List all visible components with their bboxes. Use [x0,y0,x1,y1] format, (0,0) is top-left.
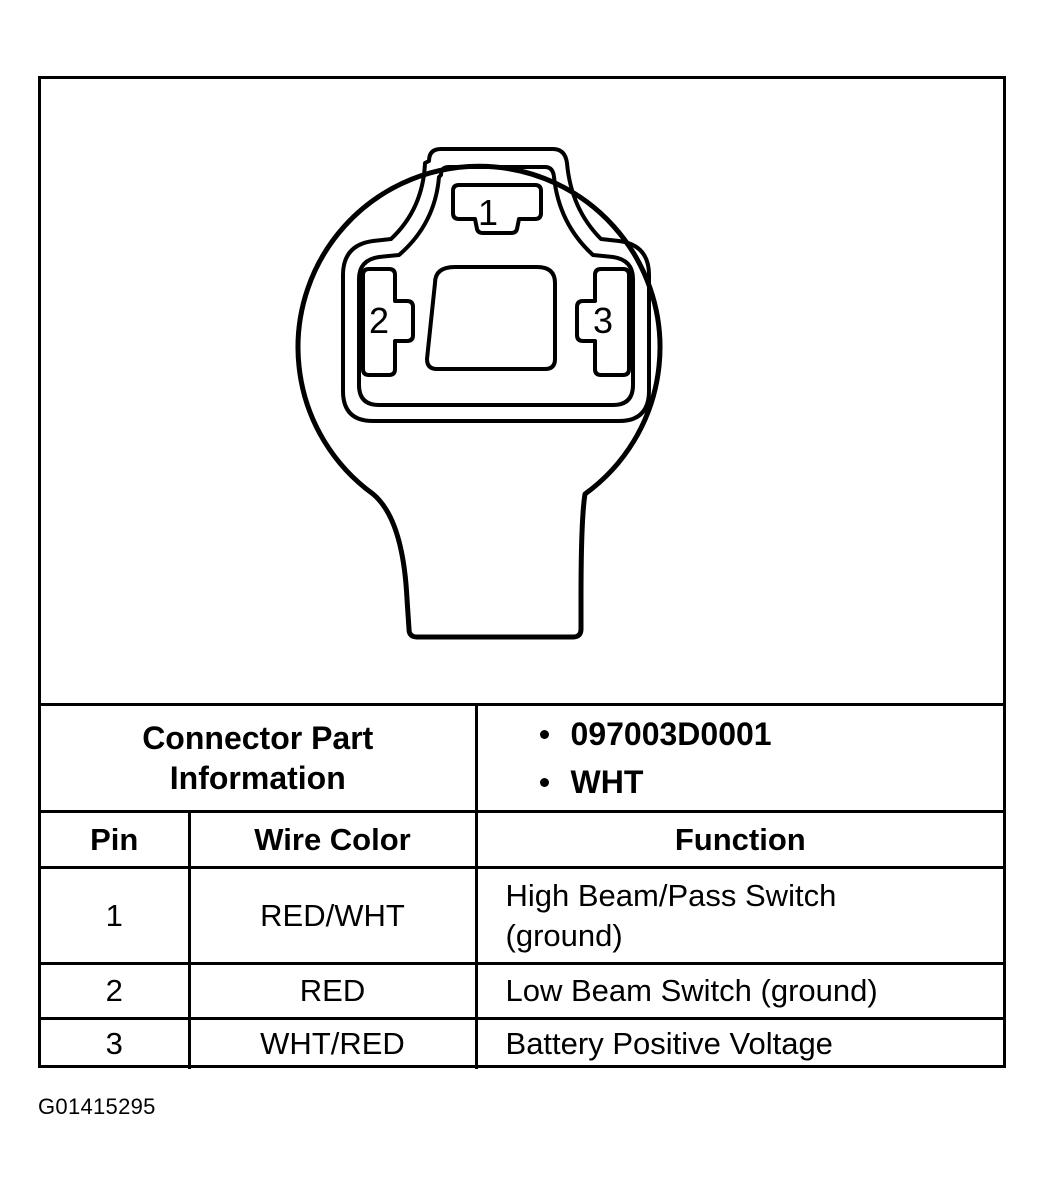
pin-cell: 1 [41,866,189,964]
pin-cell: 2 [41,962,189,1019]
connector-outer-body [295,163,663,640]
connector-face-diagram: 1 2 3 [41,79,1003,703]
center-key [425,265,557,371]
connector-color: WHT [570,764,644,800]
wire-color-cell: WHT/RED [187,1017,477,1069]
figure-id: G01415295 [38,1094,156,1119]
table-row: 1 RED/WHT High Beam/Pass Switch (ground) [41,866,1004,964]
connector-color-item: WHT [539,758,1004,806]
connector-info-table: Connector Part Information 097003D0001 W… [41,703,1004,1069]
table-row: 2 RED Low Beam Switch (ground) [41,962,1004,1019]
connector-figure-frame: 1 2 3 Connector Part Information [38,76,1006,1069]
header-wire-color: Wire Color [187,810,477,868]
wire-color-cell: RED [187,962,477,1019]
bullet-icon [539,729,549,739]
pin-2-terminal [361,267,415,377]
part-info-label-line2: Information [169,760,346,796]
header-pin: Pin [41,810,189,868]
connector-face-svg: 1 2 3 [295,147,663,640]
function-cell: Battery Positive Voltage [474,1017,1004,1069]
part-info-row: Connector Part Information 097003D0001 W… [41,703,1004,812]
wire-color-cell: RED/WHT [187,866,477,964]
function-cell: Low Beam Switch (ground) [474,962,1004,1019]
table-header-row: Pin Wire Color Function [41,810,1004,868]
pin-2-label: 2 [369,300,389,341]
part-number-item: 097003D0001 [539,710,1004,758]
pin-3-label: 3 [593,300,613,341]
function-cell: High Beam/Pass Switch (ground) [474,866,1004,964]
part-number: 097003D0001 [570,716,772,752]
table-row: 3 WHT/RED Battery Positive Voltage [41,1017,1004,1069]
pin-3-terminal [575,267,631,377]
part-info-label: Connector Part Information [41,703,477,812]
bullet-icon [539,777,549,787]
terminal-cavity-inner [357,165,635,407]
header-function: Function [474,810,1004,868]
function-line2: (ground) [505,917,623,953]
terminal-cavity-outer [341,147,651,423]
part-info-values: 097003D0001 WHT [474,703,1004,812]
pin-1-label: 1 [478,192,498,233]
pin-cell: 3 [41,1017,189,1069]
function-line1: High Beam/Pass Switch [505,877,837,913]
pin-1-terminal [451,183,543,235]
part-info-label-line1: Connector Part [142,720,374,756]
